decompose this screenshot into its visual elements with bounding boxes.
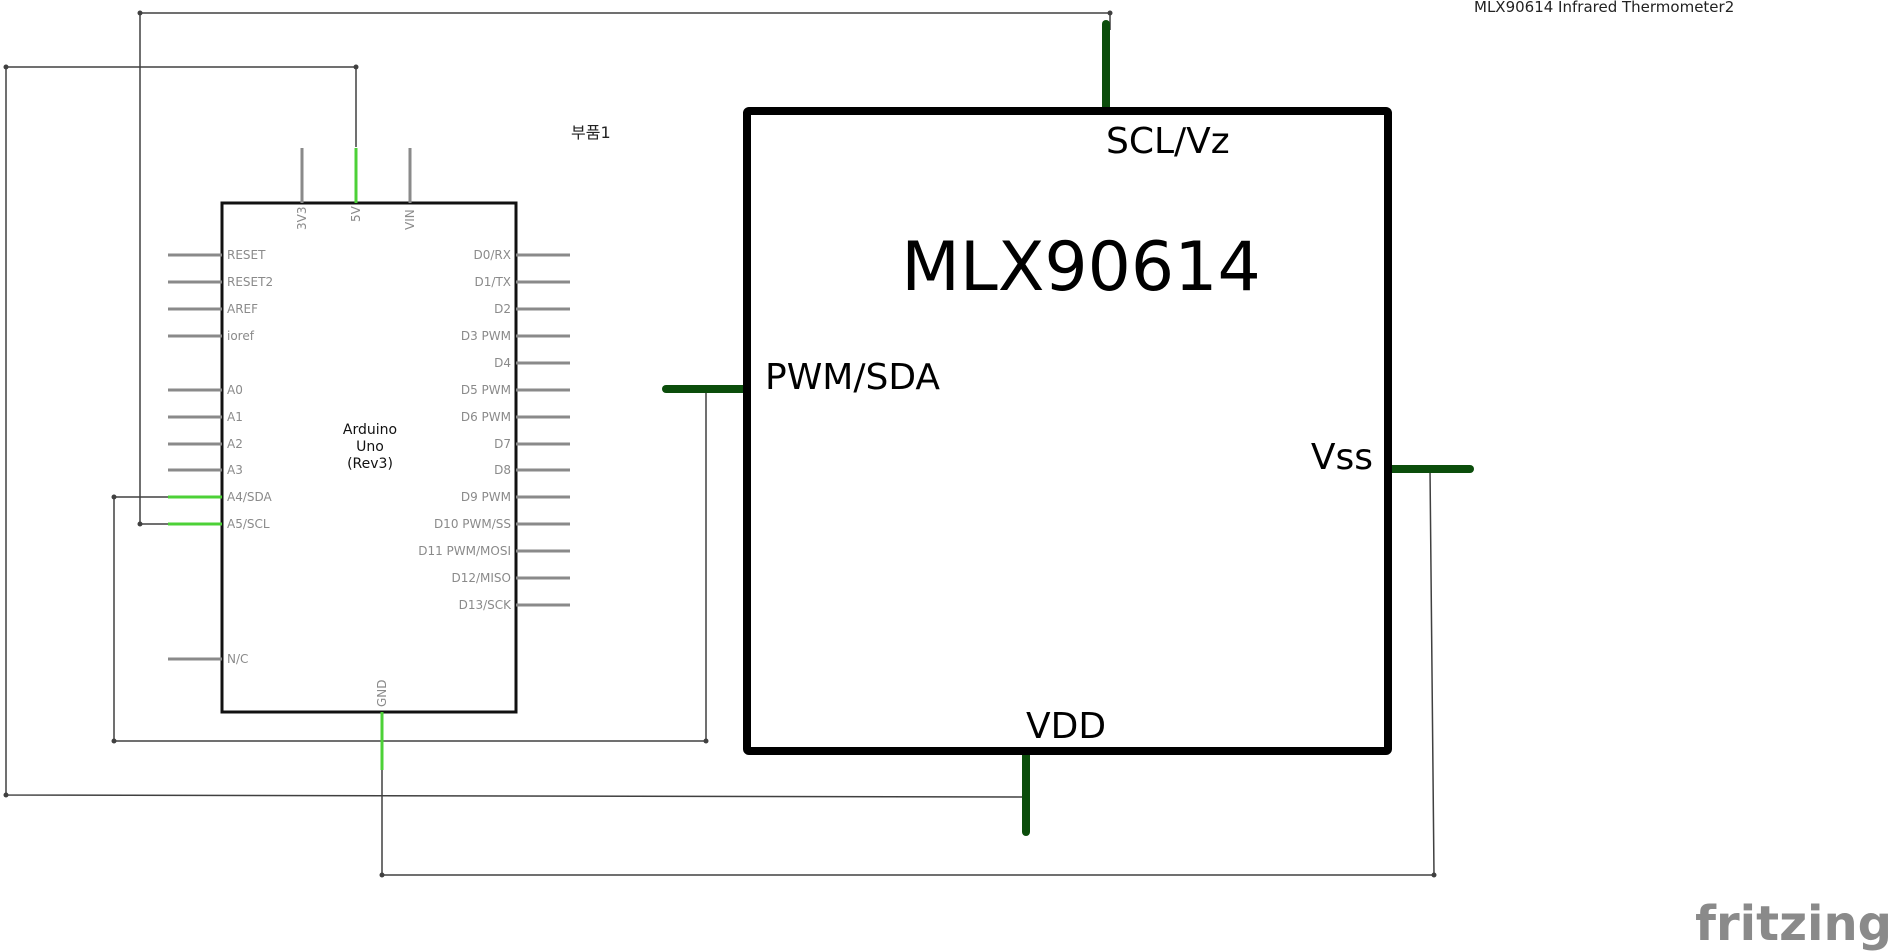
pin-label-d8: D8 bbox=[494, 463, 511, 477]
pin-label-d0: D0/RX bbox=[474, 248, 511, 262]
bendpoint bbox=[3, 792, 9, 798]
pin-label-nc: N/C bbox=[227, 652, 248, 666]
pin-label-a1: A1 bbox=[227, 410, 243, 424]
bendpoint bbox=[111, 494, 117, 500]
pin-label-vin: VIN bbox=[403, 209, 417, 230]
sensor-pin-label-vss: Vss bbox=[1311, 437, 1373, 478]
fritzing-logo: fritzing bbox=[1695, 896, 1892, 951]
pin-label-3v3: 3V3 bbox=[295, 207, 309, 230]
pin-label-reset2: RESET2 bbox=[227, 275, 273, 289]
arduino-right-pins: D0/RX D1/TX D2 D3 PWM D4 D5 PWM D6 PWM D… bbox=[418, 248, 570, 612]
pin-label-d7: D7 bbox=[494, 437, 511, 451]
wire-gnd[interactable] bbox=[381, 468, 1435, 876]
pin-label-aref: AREF bbox=[227, 302, 258, 316]
arduino-name-line: Uno bbox=[356, 439, 384, 455]
bendpoint bbox=[111, 738, 117, 744]
arduino-uno[interactable]: 부품1 Arduino Uno (Rev3) 3V3 5V VIN RESET … bbox=[168, 123, 611, 770]
pin-label-reset: RESET bbox=[227, 248, 266, 262]
sensor-name: MLX90614 bbox=[901, 228, 1260, 307]
mlx90614-sensor[interactable]: MLX90614 SCL/Vz PWM/SDA Vss VDD bbox=[662, 20, 1474, 836]
wire-bendpoints bbox=[3, 10, 1437, 878]
arduino-name-line: (Rev3) bbox=[347, 456, 393, 472]
bendpoint bbox=[353, 64, 359, 70]
bendpoint bbox=[3, 64, 9, 70]
pin-label-gnd: GND bbox=[375, 679, 389, 707]
pin-label-d11: D11 PWM/MOSI bbox=[418, 544, 511, 558]
schematic-title: MLX90614 Infrared Thermometer2 bbox=[1474, 0, 1734, 16]
pin-label-d9: D9 PWM bbox=[461, 490, 511, 504]
pin-label-a4-sda: A4/SDA bbox=[227, 490, 273, 504]
pin-label-a5-scl: A5/SCL bbox=[227, 517, 270, 531]
pin-label-d4: D4 bbox=[494, 356, 511, 370]
arduino-left-pins: RESET RESET2 AREF ioref A0 A1 A2 A3 A4/S… bbox=[168, 248, 273, 666]
wire-sda[interactable] bbox=[113, 389, 707, 742]
sensor-pin-label-sda: PWM/SDA bbox=[765, 357, 940, 398]
sensor-pin-label-vdd: VDD bbox=[1026, 706, 1106, 747]
pin-label-d1: D1/TX bbox=[475, 275, 511, 289]
pin-label-a3: A3 bbox=[227, 463, 243, 477]
pin-label-d6: D6 PWM bbox=[461, 410, 511, 424]
pin-label-d3: D3 PWM bbox=[461, 329, 511, 343]
bendpoint bbox=[137, 521, 143, 527]
sensor-body bbox=[743, 107, 1392, 755]
pin-label-d12: D12/MISO bbox=[451, 571, 511, 585]
arduino-bottom-pins: GND bbox=[375, 679, 389, 770]
part-label: 부품1 bbox=[571, 123, 611, 142]
pin-label-a2: A2 bbox=[227, 437, 243, 451]
bendpoint bbox=[1431, 872, 1437, 878]
pin-label-d5: D5 PWM bbox=[461, 383, 511, 397]
arduino-body bbox=[220, 201, 518, 714]
bendpoint bbox=[137, 10, 143, 16]
pin-label-d10: D10 PWM/SS bbox=[434, 517, 511, 531]
pin-label-5v: 5V bbox=[349, 205, 363, 222]
bendpoint bbox=[379, 872, 385, 878]
pin-label-d2: D2 bbox=[494, 302, 511, 316]
arduino-top-pins: 3V3 5V VIN bbox=[295, 148, 417, 230]
pin-label-a0: A0 bbox=[227, 383, 243, 397]
pin-label-d13: D13/SCK bbox=[459, 598, 513, 612]
pin-label-ioref: ioref bbox=[227, 329, 255, 343]
bendpoint bbox=[1107, 10, 1113, 16]
bendpoint bbox=[703, 738, 709, 744]
arduino-name-line: Arduino bbox=[343, 422, 397, 438]
sensor-pin-label-scl: SCL/Vz bbox=[1106, 121, 1230, 162]
